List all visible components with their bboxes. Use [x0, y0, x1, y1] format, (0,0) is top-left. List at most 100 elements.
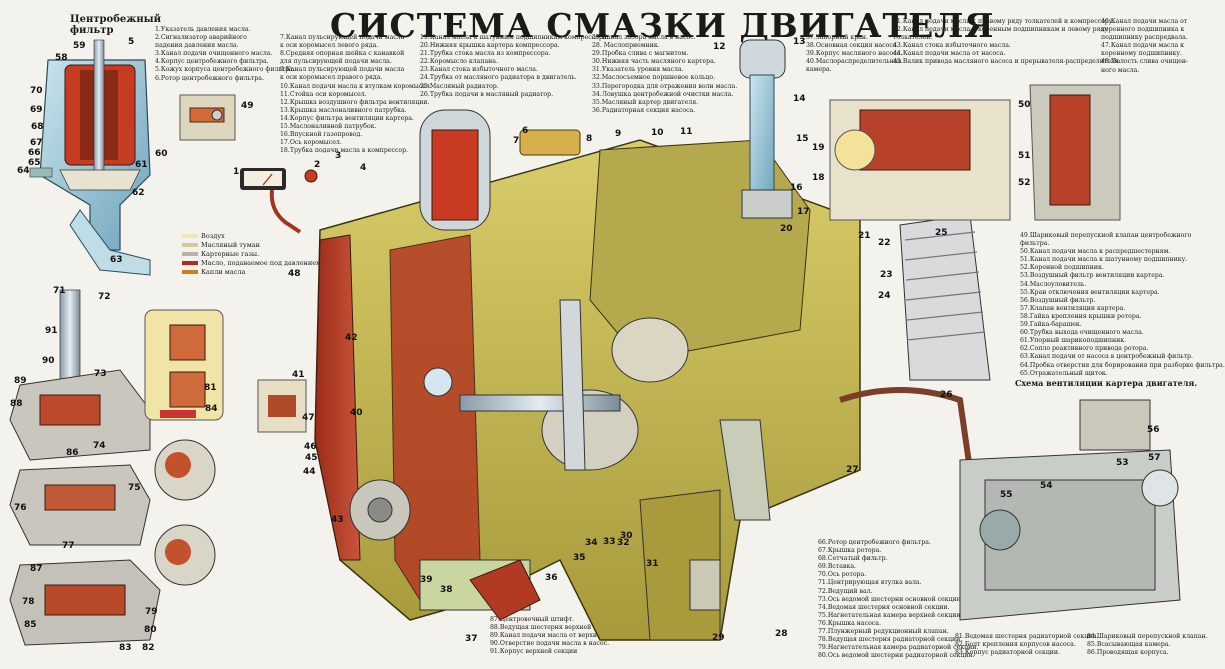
callout-number: 76: [14, 503, 27, 513]
legend-item: 87.Центровочный штифт.: [490, 616, 575, 623]
callout-number: 25: [935, 228, 948, 238]
legend-column-4: 27.Канал забора масла в насос.28. Маслоп…: [592, 34, 737, 115]
callout-number: 48: [288, 269, 301, 279]
callout-number: 30: [620, 531, 633, 541]
legend-item: 1.Указатель давления масла.: [155, 26, 251, 33]
callout-number: 79: [145, 607, 158, 617]
flow-legend-label: Капли масла: [201, 268, 246, 276]
legend-item: 56.Воздушный фильтр.: [1020, 296, 1096, 304]
callout-number: 32: [617, 538, 630, 548]
callout-number: 75: [128, 483, 141, 493]
legend-item: к оси коромысел левого ряда.: [280, 42, 379, 50]
flow-legend-item: Капли масла: [182, 268, 321, 277]
callout-number: 7: [513, 136, 519, 146]
flow-legend-swatch: [182, 243, 198, 247]
legend-item: 66.Ротор центробежного фильтра.: [818, 539, 931, 546]
legend-item: 27.Канал забора масла в насос.: [592, 34, 696, 41]
callout-number: 12: [713, 42, 726, 52]
callout-number: 61: [135, 160, 148, 170]
legend-item: толкателей.: [893, 34, 933, 42]
legend-item: 26.Трубка подачи в масляный радиатор.: [420, 90, 554, 98]
callout-number: 51: [1018, 151, 1031, 161]
callout-number: 50: [1018, 100, 1031, 110]
callout-number: 57: [1148, 453, 1161, 463]
legend-item: 52.Коренной подшипник.: [1020, 264, 1104, 272]
legend-item: 73.Ось ведомой шестерни основной секции.: [818, 595, 963, 603]
legend-item: 29.Пробка слива с магнитом.: [592, 50, 689, 58]
legend-item: 13.Крышка маслоналивного патрубка.: [280, 106, 407, 114]
legend-item: 78.Ведущая шестерня радиаторной секции.: [818, 636, 963, 644]
engine-cutaway-drawing: [314, 109, 861, 641]
legend-item: 57.Клапан вентиляции картера.: [1020, 304, 1126, 312]
legend-item: 59.Гайка-барашек.: [1020, 321, 1082, 329]
crankcase-ventilation-caption: Схема вентиляции картера двигателя.: [1015, 378, 1198, 388]
legend-item: 69.Вставка.: [818, 563, 856, 571]
callout-number: 62: [132, 188, 145, 198]
legend-item: 38.Основная секция насоса.: [806, 42, 899, 50]
legend-item: 81.Ведомая шестерня радиаторной секции.: [955, 633, 1099, 640]
flow-legend-label: Воздух: [201, 232, 225, 240]
legend-item: 88.Ведущая шестерня верхней секции.: [490, 624, 619, 632]
callout-number: 6: [522, 126, 528, 136]
callout-number: 39: [420, 575, 433, 585]
legend-item: 30.Нижняя часть масляного картера.: [592, 58, 716, 66]
legend-item: 50.Канал подачи масла к распредшестерням…: [1020, 248, 1171, 256]
legend-item: 39.Корпус масляного насоса.: [806, 50, 903, 58]
callout-number: 84: [205, 404, 218, 414]
legend-item: 60.Трубка выхода очищенного масла.: [1020, 329, 1144, 337]
legend-item: 71.Центрирующая втулка вала.: [818, 579, 922, 587]
legend-item: 53.Воздушный фильтр вентиляции картера.: [1020, 272, 1165, 280]
flow-legend-swatch: [182, 252, 198, 256]
callout-number: 45: [305, 453, 318, 463]
legend-item: 36.Радиаторная секция насоса.: [592, 106, 696, 114]
legend-item: 44.Канал подачи масла от насоса.: [893, 50, 1006, 58]
legend-item: 64.Пробка отверстия для борирования при …: [1020, 361, 1225, 369]
legend-item: 74.Ведомая шестерня основной секции.: [818, 603, 950, 611]
legend-item: коренного подшипника к: [1101, 26, 1185, 34]
legend-item: 67.Крышка ротора.: [818, 547, 882, 555]
legend-item: 65.Отражательный щиток.: [1020, 369, 1108, 377]
legend-column-8: 49.Шариковый перепускной клапан центробе…: [1020, 232, 1225, 378]
legend-item: 32.Маслосъемное поршневое кольцо.: [592, 74, 716, 82]
legend-item: 9.Канал пульсирующей подачи масла: [280, 66, 405, 74]
legend-item: 79.Нагнетательная камера радиаторной сек…: [818, 644, 979, 652]
callout-number: 37: [465, 634, 478, 644]
callout-number: 72: [98, 292, 111, 302]
legend-item: 80.Ось ведомой шестерни радиаторной секц…: [818, 652, 975, 660]
legend-item: 77.Плунжерный редукционный клапан.: [818, 628, 949, 636]
legend-item: 41.Канал подачи масла к правому ряду тол…: [893, 18, 1115, 25]
callout-number: 54: [1040, 481, 1053, 491]
callout-number: 19: [812, 143, 825, 153]
callout-number: 70: [30, 86, 43, 96]
callout-number: 21: [858, 231, 871, 241]
callout-number: 65: [28, 158, 41, 168]
callout-number: 9: [615, 129, 621, 139]
callout-number: 85: [24, 620, 37, 630]
legend-item: 68.Сетчатый фильтр.: [818, 555, 888, 563]
callout-number: 59: [73, 41, 86, 51]
legend-item: 89.Канал подачи масла от верхней секции.: [490, 632, 632, 640]
callout-number: 69: [30, 105, 43, 115]
callout-number: 41: [292, 370, 305, 380]
callout-number: 17: [797, 207, 810, 217]
legend-item: 91.Корпус верхней секции: [490, 648, 578, 656]
oil-pump-exploded-drawing: [9, 289, 216, 646]
callout-number: 52: [1018, 178, 1031, 188]
callout-number: 2: [314, 160, 320, 170]
callout-number: 47: [302, 413, 315, 423]
legend-item: 35.Масляный картер двигателя.: [592, 98, 699, 106]
callout-number: 28: [775, 629, 788, 639]
callout-number: 24: [878, 291, 891, 301]
callout-number: 58: [55, 53, 68, 63]
legend-item: 86.Проводящая корпуса.: [1087, 649, 1169, 657]
callout-number: 82: [142, 643, 155, 653]
legend-item: 82.Болт крепления корпусов насоса.: [955, 641, 1076, 649]
flow-legend-swatch: [182, 234, 198, 238]
callout-number: 26: [940, 390, 953, 400]
flow-legend-label: Картерные газы.: [201, 250, 260, 258]
legend-item: 83.Корпус радиаторной секции.: [955, 649, 1061, 657]
callout-number: 1: [233, 167, 239, 177]
ventilation-filter-tower: [739, 39, 793, 219]
callout-number: 31: [646, 559, 659, 569]
